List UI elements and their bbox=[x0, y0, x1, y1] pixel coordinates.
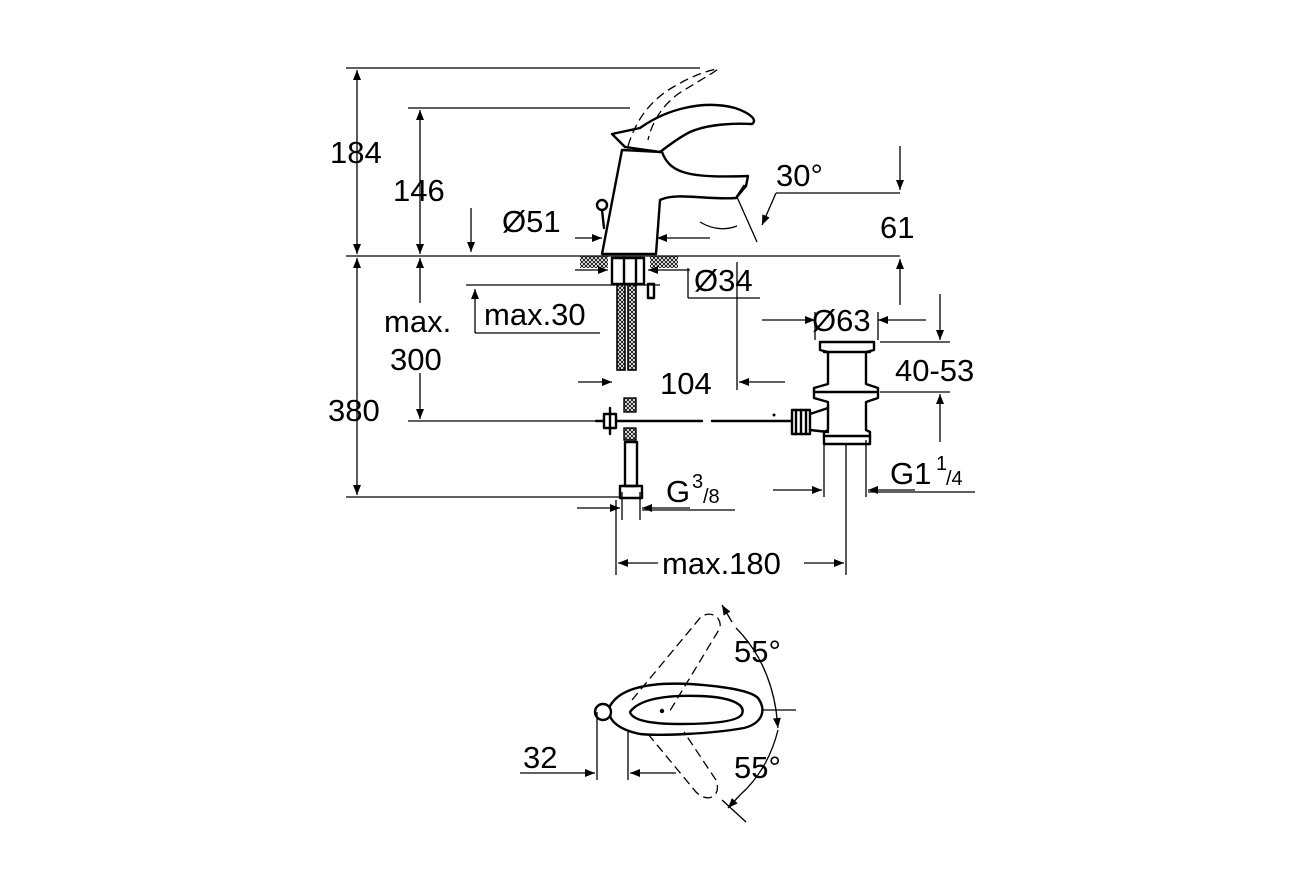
dimension-32: 32 bbox=[520, 712, 676, 780]
label-d51: Ø51 bbox=[502, 204, 561, 239]
dimension-d34: Ø34 bbox=[575, 263, 760, 299]
label-d63: Ø63 bbox=[812, 303, 871, 338]
dimension-104: 104 bbox=[578, 366, 785, 401]
reference-lines bbox=[346, 67, 950, 575]
label-g-sub: /8 bbox=[703, 486, 720, 508]
label-max-180: max.180 bbox=[662, 546, 781, 581]
label-61: 61 bbox=[880, 210, 914, 245]
label-32: 32 bbox=[523, 740, 557, 775]
label-g1-sub: /4 bbox=[946, 468, 963, 490]
label-d34: Ø34 bbox=[694, 263, 753, 298]
dimension-184: 184 bbox=[330, 70, 382, 254]
label-g1: G1 bbox=[890, 456, 931, 491]
dimension-d63: Ø63 bbox=[762, 303, 926, 340]
label-40-53: 40-53 bbox=[895, 353, 974, 388]
dimension-380: 380 bbox=[328, 258, 380, 495]
label-g-sup: 3 bbox=[692, 471, 703, 493]
waste-valve bbox=[790, 340, 880, 446]
side-view: 184 146 380 max. 300 Ø51 bbox=[328, 67, 975, 581]
pull-rod bbox=[614, 413, 794, 423]
label-max: max. bbox=[384, 304, 451, 339]
label-380: 380 bbox=[328, 393, 380, 428]
label-angle-30: 30° bbox=[776, 158, 823, 193]
dimension-d51: Ø51 bbox=[467, 204, 710, 252]
dimension-max-300: max. 300 bbox=[383, 258, 461, 419]
label-g1-sup: 1 bbox=[936, 453, 947, 475]
dimension-angle-55-upper: 55° bbox=[721, 604, 796, 729]
dimension-angle-55-lower: 55° bbox=[721, 729, 781, 823]
label-g: G bbox=[666, 474, 690, 509]
dimension-angle-30: 30° bbox=[699, 158, 834, 243]
label-angle-55-upper: 55° bbox=[734, 634, 781, 669]
label-146: 146 bbox=[393, 173, 445, 208]
dimension-61: 61 bbox=[880, 146, 914, 305]
label-300: 300 bbox=[390, 342, 442, 377]
dimension-g1-1-4: G1 1 /4 bbox=[773, 453, 975, 494]
label-184: 184 bbox=[330, 135, 382, 170]
dimension-max-180: max.180 bbox=[618, 546, 844, 581]
label-angle-55-lower: 55° bbox=[734, 750, 781, 785]
dimension-g3-8: G 3 /8 bbox=[577, 471, 735, 512]
label-max-30: max.30 bbox=[484, 297, 586, 332]
top-view: 55° 55° 32 bbox=[520, 604, 796, 823]
faucet-body bbox=[580, 68, 756, 500]
dimension-40-53: 40-53 bbox=[895, 294, 974, 442]
dimension-max-30: max.30 bbox=[471, 289, 600, 334]
dimension-146: 146 bbox=[393, 110, 445, 254]
label-104: 104 bbox=[660, 366, 712, 401]
